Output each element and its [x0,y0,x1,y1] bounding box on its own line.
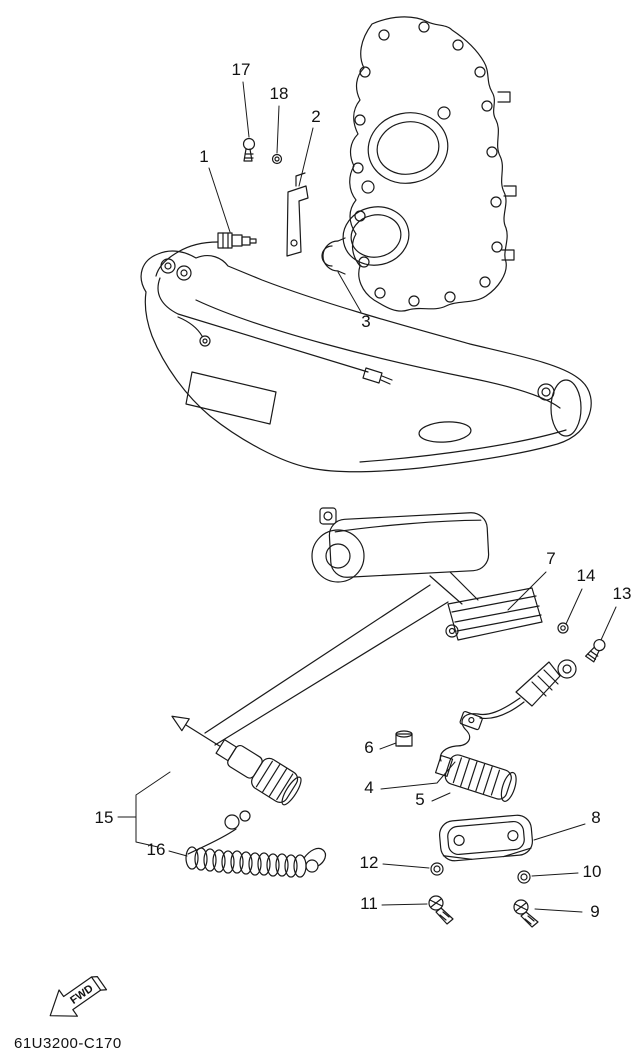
callout-7: 7 [546,549,555,568]
callout-1: 1 [199,147,208,166]
callout-4: 4 [364,778,373,797]
callout-14: 14 [577,566,596,585]
harness-wires [439,697,525,762]
callout-17: 17 [232,60,251,79]
fwd-arrow: FWD [49,976,108,1017]
callout-12: 12 [360,853,379,872]
callout-18: 18 [270,84,289,103]
washer-part-12 [430,862,444,876]
washer-part-18 [271,153,283,165]
bracket-part-2 [286,172,309,257]
callout-13: 13 [613,584,632,603]
leader-lines [117,81,617,913]
bottom-cowling-drawing [140,250,592,473]
lanyard-part-16 [185,810,327,878]
bolt-part-11 [428,895,454,925]
bolt-part-9 [513,899,539,928]
diagram-code: 61U3200-C170 [14,1035,122,1052]
bolt-part-13 [584,638,606,663]
cylinder-head-drawing [342,16,517,312]
clamp-part-3 [321,237,346,275]
callout-2: 2 [311,107,320,126]
cover-part-7 [445,587,543,641]
callout-10: 10 [583,862,602,881]
callout-9: 9 [590,902,599,921]
washer-part-14 [557,622,569,634]
electrical-unit-drawing [311,507,490,605]
bracket-part-8 [438,814,534,862]
callout-6: 6 [364,738,373,757]
pointer-lines [204,584,449,746]
washer-part-10 [517,870,531,884]
grommet-part-6 [395,730,413,747]
harness-plug [515,659,577,707]
callout-3: 3 [361,312,370,331]
callout-15: 15 [95,808,114,827]
kill-switch-part-15 [171,715,302,806]
callout-16: 16 [147,840,166,859]
callout-5: 5 [415,790,424,809]
callout-11: 11 [360,894,378,913]
callout-8: 8 [591,808,600,827]
bolt-part-17 [242,137,256,162]
thermo-switch-part-1 [155,232,257,277]
